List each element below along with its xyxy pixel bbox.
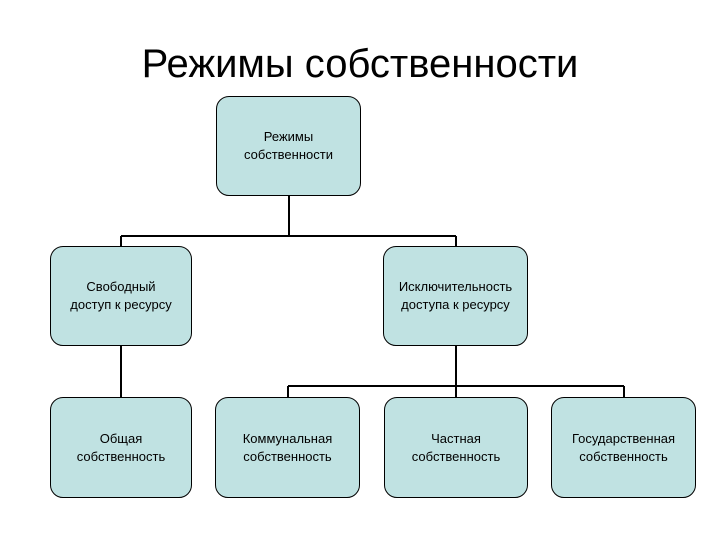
node-free-access: Свободный доступ к ресурсу xyxy=(50,246,192,346)
node-exclusive-access: Исключительность доступа к ресурсу xyxy=(383,246,528,346)
node-ownership-regimes: Режимы собственности xyxy=(216,96,361,196)
node-communal-property: Коммунальная собственность xyxy=(215,397,360,498)
slide-title: Режимы собственности xyxy=(141,42,579,86)
node-private-property: Частная собственность xyxy=(384,397,528,498)
node-state-property: Государственная собственность xyxy=(551,397,696,498)
node-common-property: Общая собственность xyxy=(50,397,192,498)
